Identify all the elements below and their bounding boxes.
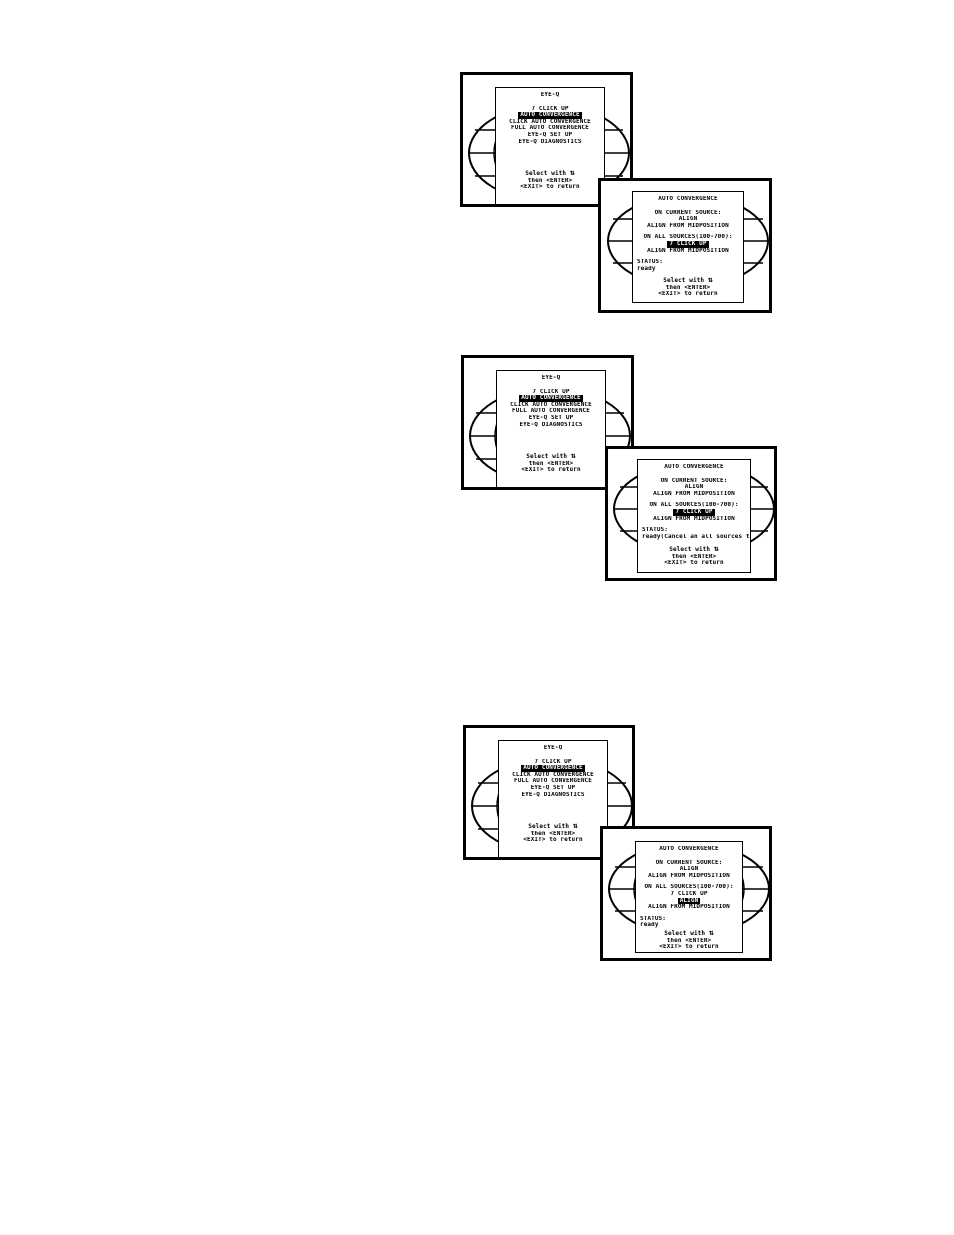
menu-item[interactable]: 7 CLICK UP xyxy=(532,388,570,395)
menu-item[interactable]: CLICK AUTO CONVERGENCE xyxy=(510,401,592,408)
arrow-up-down-icon: ⇅ xyxy=(708,930,714,937)
footer-select: Select with xyxy=(526,453,568,460)
align-midpos-option[interactable]: ALIGN FROM MIDPOSITION xyxy=(647,247,729,254)
menu-item[interactable]: EYE-Q DIAGNOSTICS xyxy=(521,791,585,798)
menu-item[interactable]: EYE-Q SET UP xyxy=(528,414,574,421)
menu-item[interactable]: FULL AUTO CONVERGENCE xyxy=(512,408,590,415)
footer-enter: then <ENTER> xyxy=(665,284,711,291)
touch-up-option[interactable]: 7 CLICK UP xyxy=(670,890,708,897)
footer-enter: then <ENTER> xyxy=(528,460,574,467)
status-label: STATUS: xyxy=(642,527,668,534)
arrow-up-down-icon: ⇅ xyxy=(572,823,578,830)
menu-item[interactable]: FULL AUTO CONVERGENCE xyxy=(514,778,592,785)
align-midpos-option[interactable]: ALIGN FROM MIDPOSITION xyxy=(653,515,735,522)
footer-select: Select with xyxy=(663,277,705,284)
footer-exit: <EXIT> to return xyxy=(520,184,580,191)
menu-title: EYE-Q xyxy=(541,375,561,381)
eyeq-menu-screen-3: EYE-Q 7 CLICK UP AUTO CONVERGENCE CLICK … xyxy=(463,725,635,860)
menu-item[interactable]: FULL AUTO CONVERGENCE xyxy=(511,125,589,132)
arrow-up-down-icon: ⇅ xyxy=(570,453,576,460)
menu-item[interactable]: CLICK AUTO CONVERGENCE xyxy=(509,118,591,125)
align-option[interactable]: ALIGN xyxy=(684,484,704,491)
status-value: ready(Cancel an all sources touch) xyxy=(642,533,750,540)
footer-enter: then <ENTER> xyxy=(671,553,717,560)
menu-title: EYE-Q xyxy=(543,745,563,751)
current-source-label: ON CURRENT SOURCE: xyxy=(660,477,728,484)
arrow-up-down-icon: ⇅ xyxy=(707,277,713,284)
footer-exit: <EXIT> to return xyxy=(664,560,724,567)
status-label: STATUS: xyxy=(640,915,666,922)
align-midpos-option[interactable]: ALIGN FROM MIDPOSITION xyxy=(648,872,730,879)
convergence-title: AUTO CONVERGENCE xyxy=(664,464,724,470)
convergence-panel: AUTO CONVERGENCE ON CURRENT SOURCE: ALIG… xyxy=(637,459,751,573)
arrow-up-down-icon: ⇅ xyxy=(713,546,719,553)
status-value: ready xyxy=(637,265,656,272)
all-sources-label: ON ALL SOURCES(100-700): xyxy=(649,502,739,509)
footer-select: Select with xyxy=(525,170,567,177)
footer-exit: <EXIT> to return xyxy=(523,837,583,844)
convergence-screen-2: AUTO CONVERGENCE ON CURRENT SOURCE: ALIG… xyxy=(605,446,777,581)
eyeq-menu-panel: EYE-Q 7 CLICK UP AUTO CONVERGENCE CLICK … xyxy=(498,740,608,857)
menu-item-selected[interactable]: AUTO CONVERGENCE xyxy=(519,395,583,402)
convergence-title: AUTO CONVERGENCE xyxy=(659,846,719,852)
current-source-label: ON CURRENT SOURCE: xyxy=(655,859,723,866)
footer-exit: <EXIT> to return xyxy=(658,291,718,298)
convergence-panel: AUTO CONVERGENCE ON CURRENT SOURCE: ALIG… xyxy=(635,841,743,953)
convergence-screen-3: AUTO CONVERGENCE ON CURRENT SOURCE: ALIG… xyxy=(600,826,772,961)
menu-title: EYE-Q xyxy=(540,92,560,98)
all-sources-selected[interactable]: ALIGN xyxy=(677,897,701,905)
footer-enter: then <ENTER> xyxy=(530,830,576,837)
menu-item[interactable]: EYE-Q DIAGNOSTICS xyxy=(518,138,582,145)
align-midpos-option[interactable]: ALIGN FROM MIDPOSITION xyxy=(647,222,729,229)
footer-enter: then <ENTER> xyxy=(666,937,712,944)
align-option[interactable]: ALIGN xyxy=(678,216,698,223)
footer-select: Select with xyxy=(528,823,570,830)
arrow-up-down-icon: ⇅ xyxy=(569,170,575,177)
eyeq-menu-panel: EYE-Q 7 CLICK UP AUTO CONVERGENCE CLICK … xyxy=(495,87,605,204)
footer-select: Select with xyxy=(664,930,706,937)
menu-item[interactable]: EYE-Q SET UP xyxy=(527,131,573,138)
convergence-screen-1: AUTO CONVERGENCE ON CURRENT SOURCE: ALIG… xyxy=(598,178,772,313)
menu-item[interactable]: 7 CLICK UP xyxy=(534,758,572,765)
menu-item[interactable]: EYE-Q SET UP xyxy=(530,784,576,791)
align-midpos-option[interactable]: ALIGN FROM MIDPOSITION xyxy=(648,904,730,911)
all-sources-selected[interactable]: 7 CLICK UP xyxy=(667,240,709,248)
footer-select: Select with xyxy=(669,546,711,553)
menu-item[interactable]: 7 CLICK UP xyxy=(531,105,569,112)
footer-enter: then <ENTER> xyxy=(527,177,573,184)
convergence-title: AUTO CONVERGENCE xyxy=(658,196,718,202)
align-midpos-option[interactable]: ALIGN FROM MIDPOSITION xyxy=(653,490,735,497)
footer-exit: <EXIT> to return xyxy=(659,944,719,951)
menu-item[interactable]: EYE-Q DIAGNOSTICS xyxy=(519,421,583,428)
current-source-label: ON CURRENT SOURCE: xyxy=(654,209,722,216)
menu-item-selected[interactable]: AUTO CONVERGENCE xyxy=(521,765,585,772)
eyeq-menu-panel: EYE-Q 7 CLICK UP AUTO CONVERGENCE CLICK … xyxy=(496,370,606,487)
status-label: STATUS: xyxy=(637,259,663,266)
status-value: ready xyxy=(640,922,659,929)
footer-exit: <EXIT> to return xyxy=(521,467,581,474)
all-sources-selected[interactable]: 7 CLICK UP xyxy=(673,508,715,516)
convergence-panel: AUTO CONVERGENCE ON CURRENT SOURCE: ALIG… xyxy=(632,191,744,303)
align-option[interactable]: ALIGN xyxy=(679,866,699,873)
menu-item[interactable]: CLICK AUTO CONVERGENCE xyxy=(512,771,594,778)
all-sources-label: ON ALL SOURCES(100-700): xyxy=(643,234,733,241)
all-sources-label: ON ALL SOURCES(100-700): xyxy=(644,884,734,891)
menu-item-selected[interactable]: AUTO CONVERGENCE xyxy=(518,112,582,119)
eyeq-menu-screen-1: EYE-Q 7 CLICK UP AUTO CONVERGENCE CLICK … xyxy=(460,72,633,207)
